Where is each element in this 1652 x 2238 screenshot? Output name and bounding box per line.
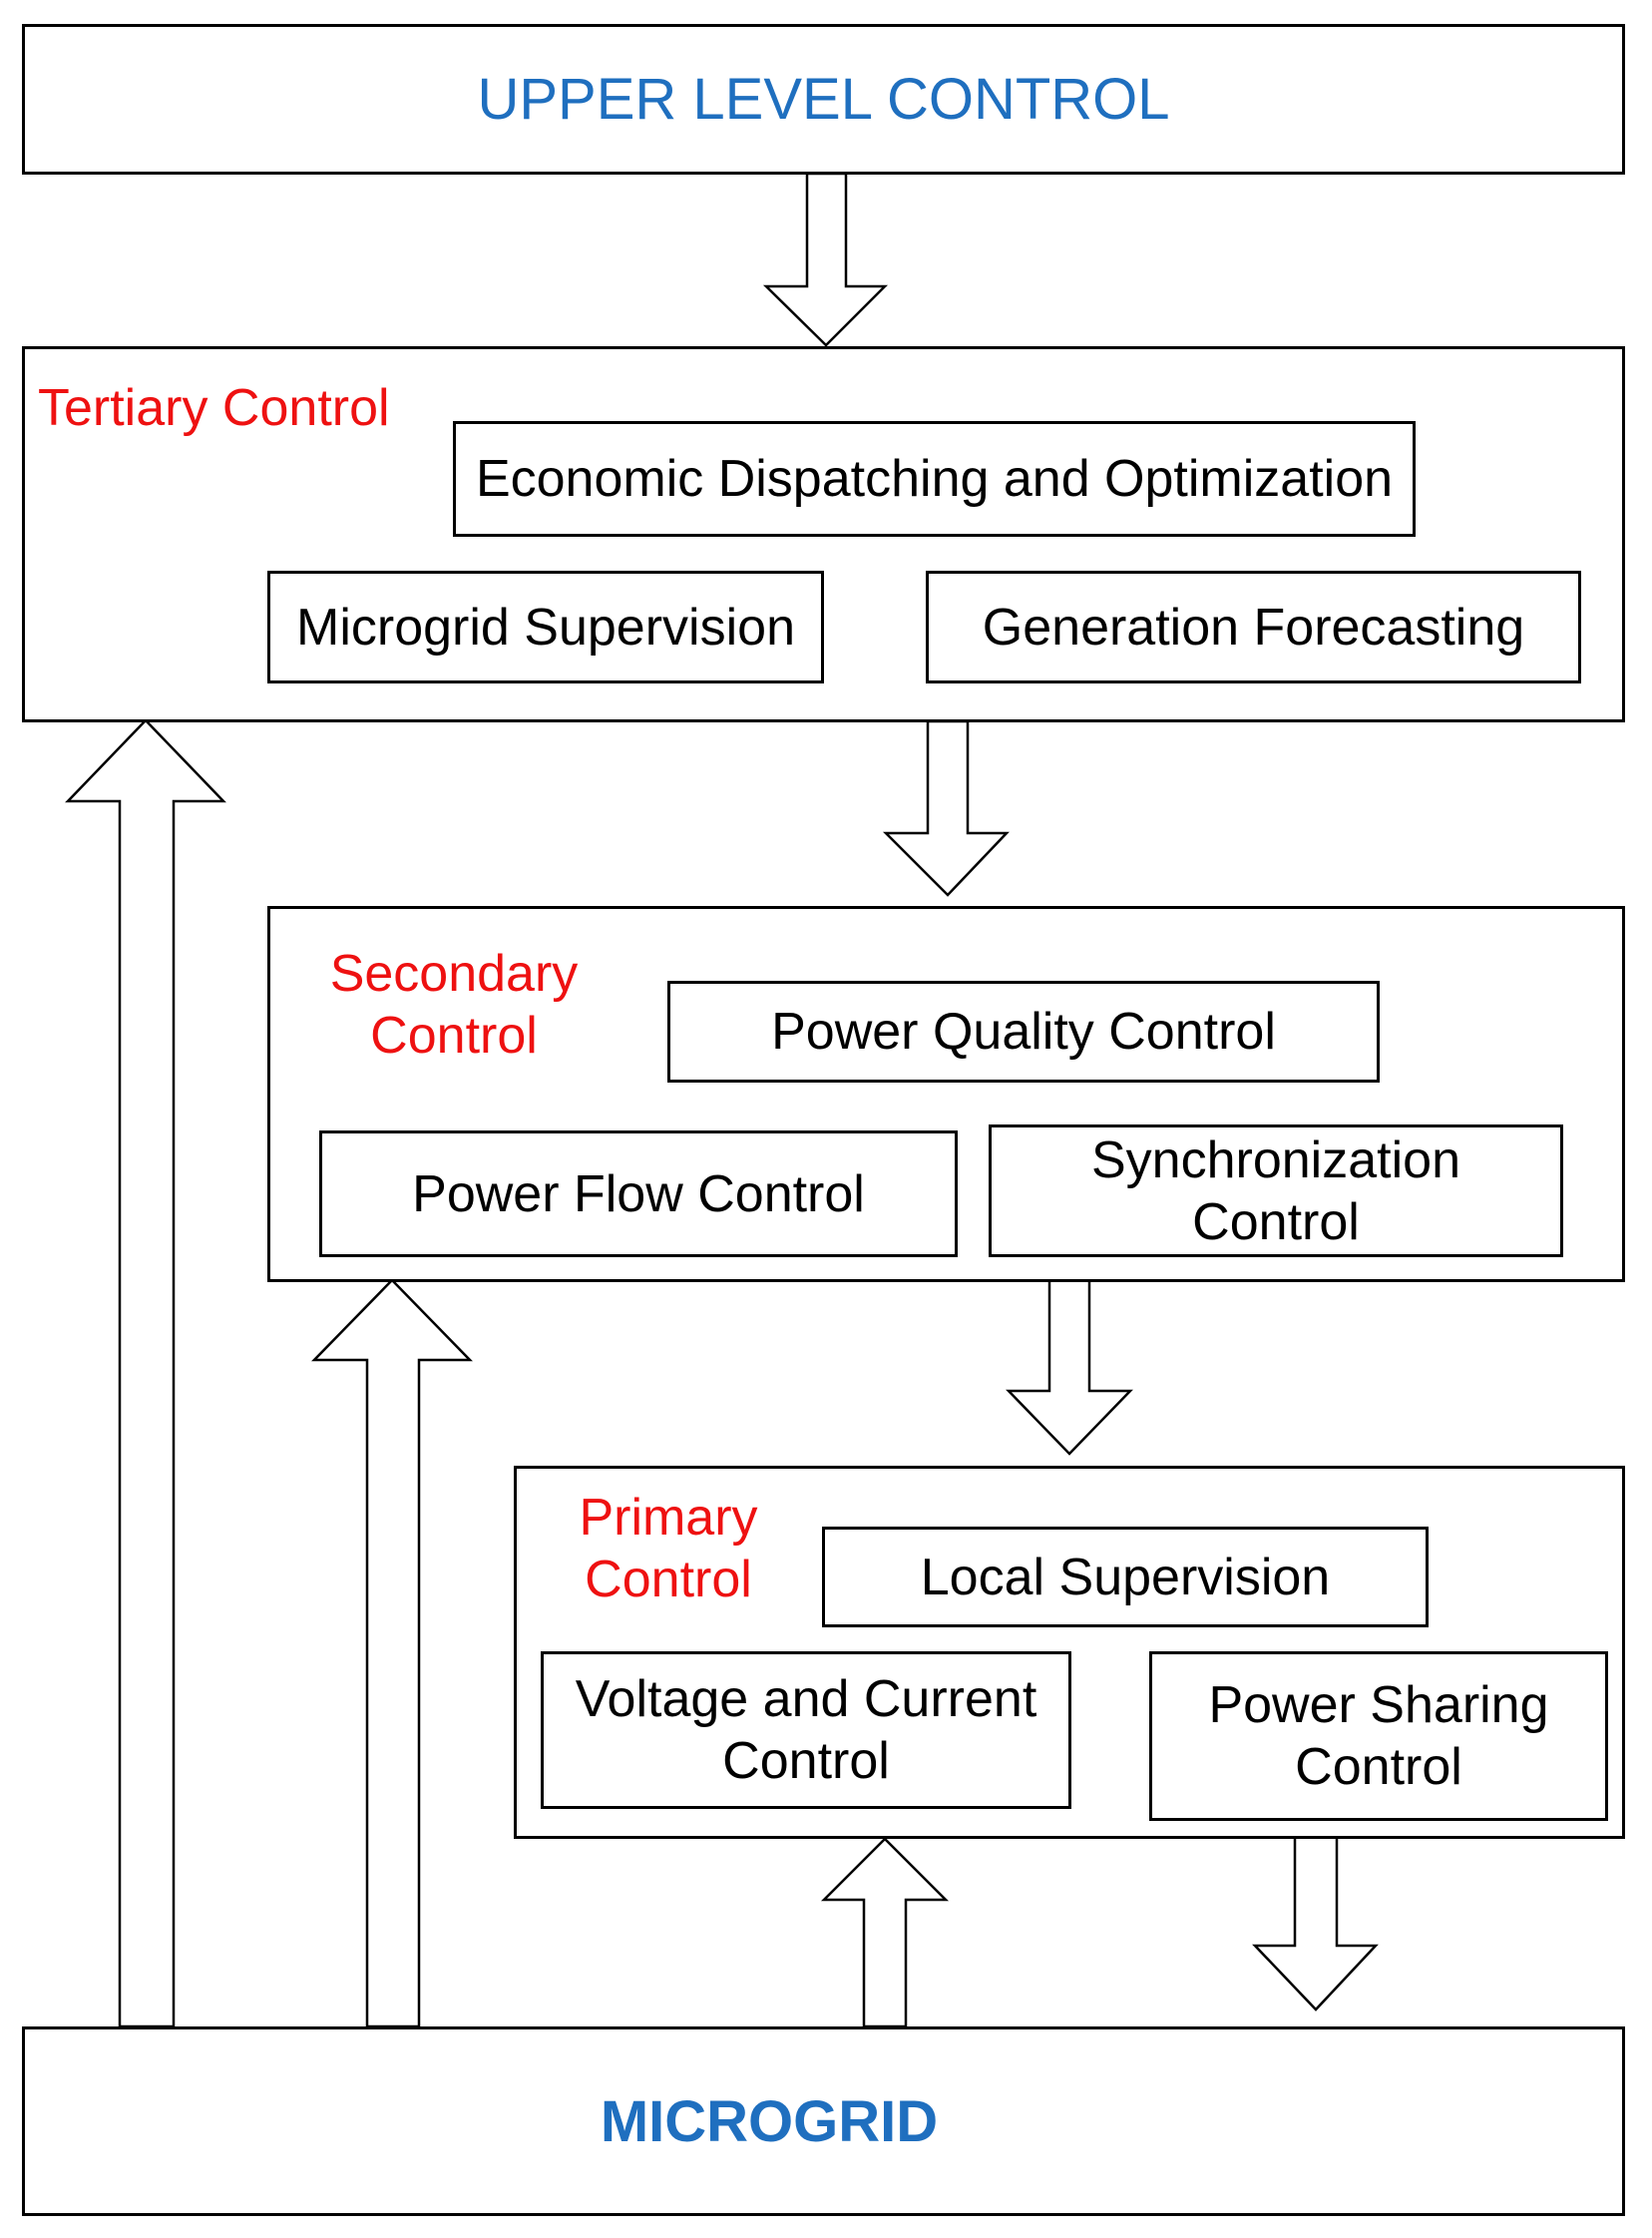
voltage-current-control-box: Voltage and Current Control <box>541 1651 1071 1809</box>
secondary-control-label: Secondary Control <box>329 945 579 1065</box>
upper-level-control-title: UPPER LEVEL CONTROL <box>477 67 1170 132</box>
synchronization-control-box: Synchronization Control <box>989 1124 1563 1257</box>
power-quality-control-box: Power Quality Control <box>667 981 1380 1083</box>
power-flow-control-box: Power Flow Control <box>319 1130 958 1257</box>
local-supervision-box: Local Supervision <box>822 1527 1429 1627</box>
upper-level-control-box: UPPER LEVEL CONTROL <box>22 24 1625 175</box>
microgrid-title: MICROGRID <box>600 2088 939 2154</box>
primary-control-label: Primary Control <box>579 1489 758 1608</box>
tertiary-control-label: Tertiary Control <box>38 379 390 437</box>
microgrid-supervision-box: Microgrid Supervision <box>267 571 824 683</box>
arrow-down-primary-to-microgrid <box>1252 1834 1379 2012</box>
arrow-down-upper-to-tertiary <box>762 172 889 347</box>
economic-dispatching-box: Economic Dispatching and Optimization <box>453 421 1416 537</box>
arrow-up-microgrid-to-secondary <box>311 1278 473 2028</box>
generation-forecasting-box: Generation Forecasting <box>926 571 1581 683</box>
arrow-up-microgrid-to-tertiary <box>65 718 226 2028</box>
power-sharing-control-box: Power Sharing Control <box>1149 1651 1608 1821</box>
microgrid-box: MICROGRID <box>22 2026 1625 2216</box>
arrow-up-microgrid-to-primary <box>820 1837 950 2028</box>
arrow-down-tertiary-to-secondary <box>882 719 1010 897</box>
arrow-down-secondary-to-primary <box>1006 1278 1133 1456</box>
